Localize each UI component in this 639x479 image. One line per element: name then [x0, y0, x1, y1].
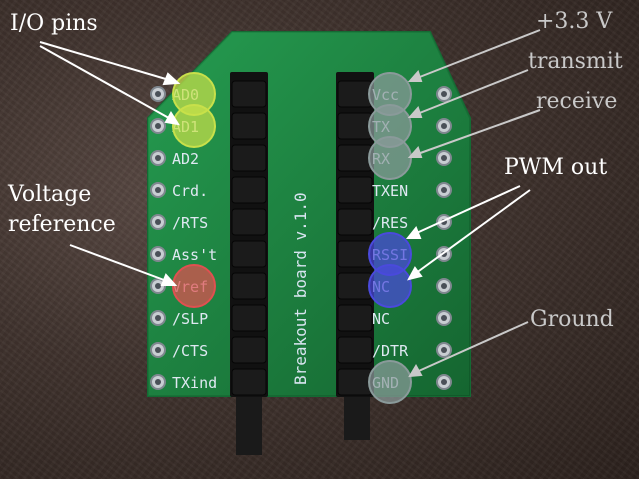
header-pin-block: [231, 240, 267, 268]
right-pin-label: NC: [372, 310, 390, 328]
header-pin-block: [231, 208, 267, 236]
highlight-nc: [368, 264, 412, 308]
label-io-pins: I/O pins: [10, 11, 98, 36]
solder-pad-hole: [155, 315, 161, 321]
right-pin-label: /DTR: [372, 342, 409, 360]
left-pin-label: Crd.: [172, 182, 208, 200]
solder-pad-hole: [155, 91, 161, 97]
label-voltage-reference: Voltage reference: [8, 182, 116, 237]
header-pin-block: [337, 336, 373, 364]
solder-pad-hole: [441, 315, 447, 321]
left-pin-label: /RTS: [172, 214, 208, 232]
right-pin-label: TXEN: [372, 182, 408, 200]
solder-pad-hole: [155, 187, 161, 193]
highlight-rx: [368, 136, 412, 180]
header-pin-block: [337, 272, 373, 300]
highlight-ad1: [172, 104, 216, 148]
solder-pad-hole: [155, 123, 161, 129]
solder-pad-hole: [441, 91, 447, 97]
header-pin-block: [337, 304, 373, 332]
left-pin-label: AD2: [172, 150, 199, 168]
annotation-arrows: [39, 41, 531, 286]
solder-pad-hole: [155, 155, 161, 161]
right-pin-label: /RES: [372, 214, 408, 232]
header-pin-block: [231, 272, 267, 300]
header-pin-block: [337, 144, 373, 172]
header-pin-block: [231, 336, 267, 364]
solder-pad-hole: [441, 283, 447, 289]
header-pin-block: [231, 304, 267, 332]
header-pin-block: [337, 368, 373, 396]
header-pin-block: [337, 80, 373, 108]
left-pin-label: Ass't: [172, 246, 217, 264]
highlight-gnd: [368, 360, 412, 404]
solder-pad-hole: [441, 155, 447, 161]
highlight-vref: [172, 264, 216, 308]
solder-pad-hole: [441, 347, 447, 353]
board-title: Breakout board v.1.0: [291, 192, 310, 385]
solder-pad-hole: [155, 347, 161, 353]
solder-pad-hole: [155, 283, 161, 289]
header-pin-block: [337, 176, 373, 204]
header-pin-block: [231, 80, 267, 108]
label-vcc-3v3: +3.3 V: [536, 9, 613, 34]
solder-pad-hole: [155, 379, 161, 385]
label-ground: Ground: [530, 307, 614, 332]
header-pin-block: [231, 368, 267, 396]
header-pin-block: [231, 144, 267, 172]
header-pin-left-shadow: [236, 395, 262, 455]
header-pin-block: [337, 112, 373, 140]
header-pin-right-shadow: [344, 395, 370, 440]
label-pwm-out: PWM out: [504, 155, 608, 180]
left-pin-label: /CTS: [172, 342, 208, 360]
left-pin-label: TXind: [172, 374, 217, 392]
label-transmit: transmit: [528, 49, 623, 74]
header-pin-block: [337, 240, 373, 268]
solder-pad-hole: [441, 123, 447, 129]
solder-pad-hole: [441, 379, 447, 385]
header-pin-block: [231, 112, 267, 140]
annotation-arrows-gray: [407, 29, 541, 378]
header-pin-block: [337, 208, 373, 236]
header-pin-block: [231, 176, 267, 204]
solder-pad-hole: [155, 219, 161, 225]
left-pin-label: /SLP: [172, 310, 208, 328]
solder-pad-hole: [441, 187, 447, 193]
solder-pad-hole: [155, 251, 161, 257]
label-receive: receive: [536, 89, 618, 114]
